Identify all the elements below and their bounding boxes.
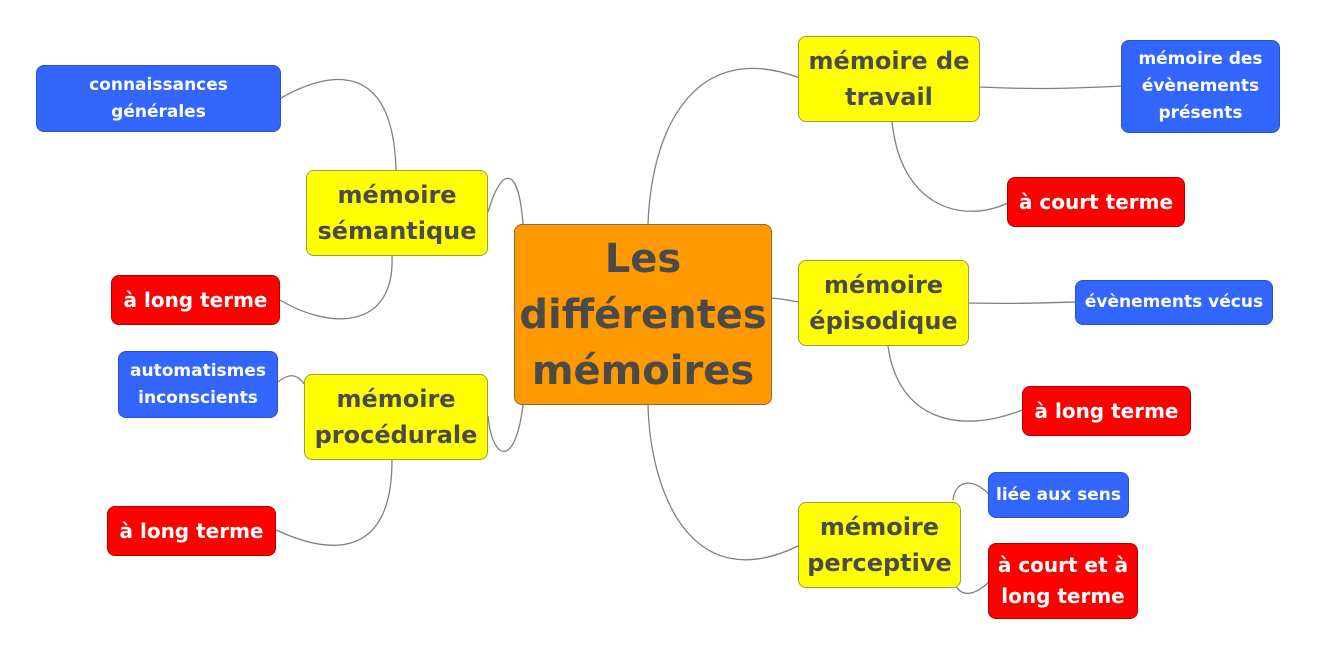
branch-memoire-de-travail: mémoire de travail [798,36,980,122]
duration-semantique: à long terme [111,275,280,325]
detail-evenements-presents: mémoire des évènements présents [1121,40,1280,133]
link-procedurale-detail [277,375,305,385]
link-procedurale-duration [275,459,393,546]
link-episodique-duration [887,345,1023,422]
link-travail-duration [891,120,1009,212]
detail-automatismes-inconscients: automatismes inconscients [118,351,278,418]
duration-perceptive: à court et à long terme [988,543,1138,619]
link-center-perceptive [647,404,801,561]
branch-memoire-semantique: mémoire sémantique [306,170,488,256]
detail-evenements-vecus: évènements vécus [1075,280,1273,325]
link-episodique-detail [967,301,1077,305]
branch-memoire-procedurale: mémoire procédurale [304,374,488,460]
central-topic: Les différentes mémoires [514,224,772,405]
duration-episodique: à long terme [1022,386,1191,436]
link-perceptive-detail [952,482,990,501]
link-center-travail [647,67,801,225]
branch-memoire-perceptive: mémoire perceptive [798,502,961,588]
duration-procedurale: à long terme [107,506,276,556]
duration-travail: à court terme [1007,177,1185,227]
detail-liee-aux-sens: liée aux sens [988,472,1129,518]
link-semantique-duration [279,255,393,320]
link-center-procedurale [487,404,524,452]
branch-memoire-episodique: mémoire épisodique [798,260,969,346]
link-center-episodique [771,297,801,303]
link-center-semantique [487,177,524,225]
link-travail-detail [979,85,1123,90]
detail-connaissances-generales: connaissances générales [36,65,281,132]
link-semantique-detail [280,78,397,171]
